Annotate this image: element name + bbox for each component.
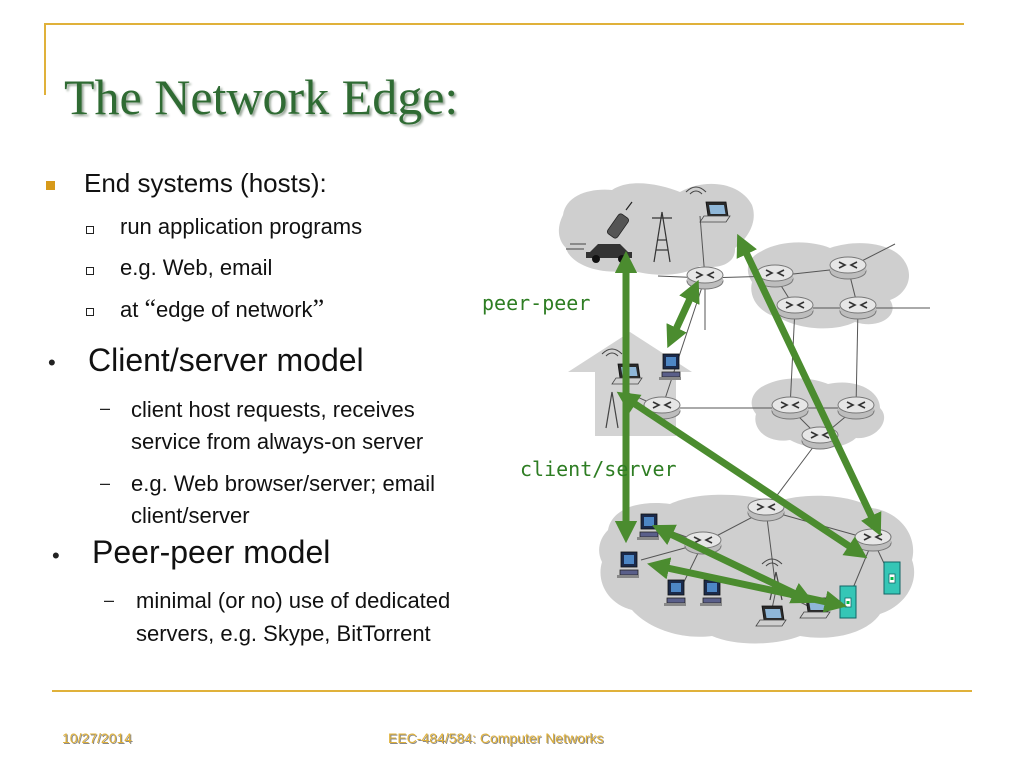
bullet-dash-icon: – [100, 398, 111, 418]
bullet-dash-icon: – [104, 590, 115, 610]
wireless-cloud [558, 183, 754, 275]
bullet-end-systems: End systems (hosts): [84, 168, 327, 198]
cs-sub2-line2: client/server [131, 503, 250, 528]
router-icon [839, 296, 877, 320]
bullet-dash-icon: – [100, 473, 111, 493]
at-prefix: at [120, 297, 145, 322]
close-quote: ” [312, 294, 325, 323]
footer-date: 10/27/2014 [62, 730, 133, 746]
bullet-hollow-square-icon [86, 226, 94, 234]
slide-title: The Network Edge: [64, 69, 459, 125]
client-server-label: client/server [520, 457, 677, 481]
cell-phone-icon [606, 201, 633, 239]
server-icon [839, 585, 857, 619]
bullet-edge-of-network: at “edge of network” [120, 294, 324, 324]
footer-course: EEC-484/584: Computer Networks [388, 730, 604, 746]
router-icon [776, 296, 814, 320]
bullet-run-apps: run application programs [120, 214, 363, 239]
bullet-hollow-square-icon [86, 308, 94, 316]
bullet-dot-icon: • [48, 350, 56, 375]
router-icon [829, 256, 867, 280]
server-icon [883, 561, 901, 595]
bullet-eg-web: e.g. Web, email [120, 255, 273, 280]
footer-rule [52, 690, 972, 692]
cell-tower-icon [652, 211, 672, 263]
cs-sub1-line1: client host requests, receives [131, 397, 415, 422]
frame-top-rule [44, 23, 964, 25]
arrow-home-to-server [616, 391, 868, 559]
bullet-hollow-square-icon [86, 267, 94, 275]
bullet-peer-model: Peer-peer model [92, 534, 331, 570]
router-icon [686, 266, 724, 290]
bullet-square-icon [46, 181, 55, 190]
router-icon [837, 396, 875, 420]
bullet-dot-icon: • [52, 543, 60, 568]
cs-sub2-line1: e.g. Web browser/server; email [131, 471, 436, 496]
frame-left-rule [44, 23, 46, 95]
pp-sub1-line2: servers, e.g. Skype, BitTorrent [136, 621, 431, 646]
router-icon [854, 528, 892, 552]
pp-sub1-line1: minimal (or no) use of dedicated [136, 588, 451, 613]
arrow-peer-peer-top [666, 279, 700, 349]
open-quote: “ [144, 294, 157, 323]
arrow-pc-to-server [647, 557, 847, 613]
edge-text: edge of network [156, 297, 313, 322]
peer-peer-label: peer-peer [482, 291, 591, 315]
connection-arrows [614, 233, 882, 613]
bullet-client-server-model: Client/server model [88, 342, 364, 378]
wifi-signal-icon [685, 186, 707, 195]
router-icon [771, 396, 809, 420]
cs-sub1-line2: service from always-on server [131, 429, 424, 454]
